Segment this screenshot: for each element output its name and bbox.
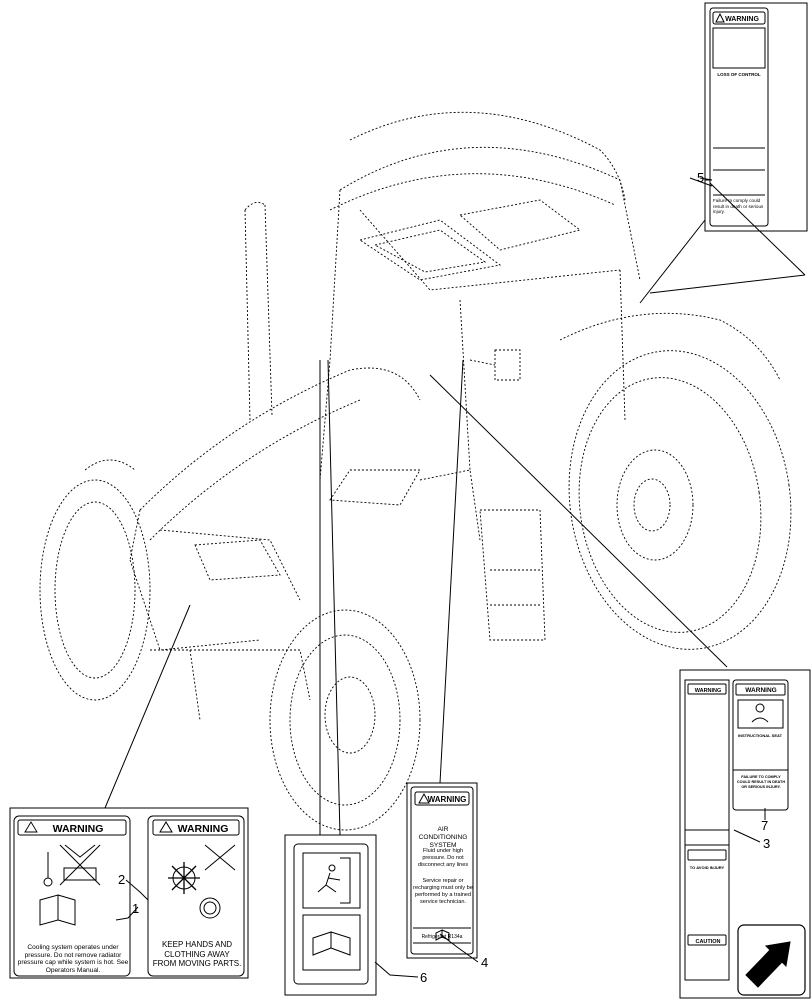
callout-3: 3 [763, 836, 770, 851]
decal-5-panel [704, 2, 808, 232]
decal-7-instructional-seat: INSTRUCTIONAL SEAT [738, 733, 783, 738]
decal-5-death-warning: Failure to comply could result in death … [713, 198, 764, 215]
decal-5-loss-of-control: LOSS OF CONTROL [717, 72, 761, 77]
decal-7-fail-text: FAILURE TO COMPLY COULD RESULT IN DEATH … [736, 775, 786, 789]
tractor-illustration [39, 111, 792, 831]
decal-4-text-2: Service repair or recharging must only b… [413, 878, 473, 905]
decal-2-panel [147, 815, 245, 977]
decal-4-refrigerant: Refrigerant R134a [422, 934, 463, 940]
callout-2: 2 [118, 872, 125, 887]
decal-3-to-avoid-injury: TO AVOID INJURY [690, 865, 725, 870]
decal-6-panel [284, 834, 377, 996]
callout-5: 5 [697, 170, 704, 185]
next-page-arrow-icon [737, 924, 806, 996]
decal-1-panel [9, 807, 249, 979]
callout-6: 6 [420, 970, 427, 985]
decal-5-header: WARNING [725, 16, 759, 23]
decal-2-text: KEEP HANDS AND CLOTHING AWAY FROM MOVING… [152, 940, 242, 968]
callout-4: 4 [481, 955, 488, 970]
decal-4-header: WARNING [428, 795, 467, 804]
decal-4-panel [406, 782, 478, 959]
decal-3-7-panel [679, 669, 811, 999]
decal-4-text-1: Fluid under high pressure. Do not discon… [417, 848, 469, 868]
decal-2-header: WARNING [178, 823, 229, 835]
decal-4-title: AIR CONDITIONING SYSTEM [418, 826, 468, 849]
decal-1-header: WARNING [53, 823, 104, 835]
decal-3-header: WARNING [695, 688, 722, 694]
decal-7-header: WARNING [745, 687, 776, 694]
decal-1-text: Cooling system operates under pressure. … [17, 944, 129, 974]
callout-1: 1 [132, 901, 139, 916]
decal-3-caution: CAUTION [695, 939, 720, 945]
callout-7: 7 [761, 818, 768, 833]
leader-lines [104, 177, 806, 978]
